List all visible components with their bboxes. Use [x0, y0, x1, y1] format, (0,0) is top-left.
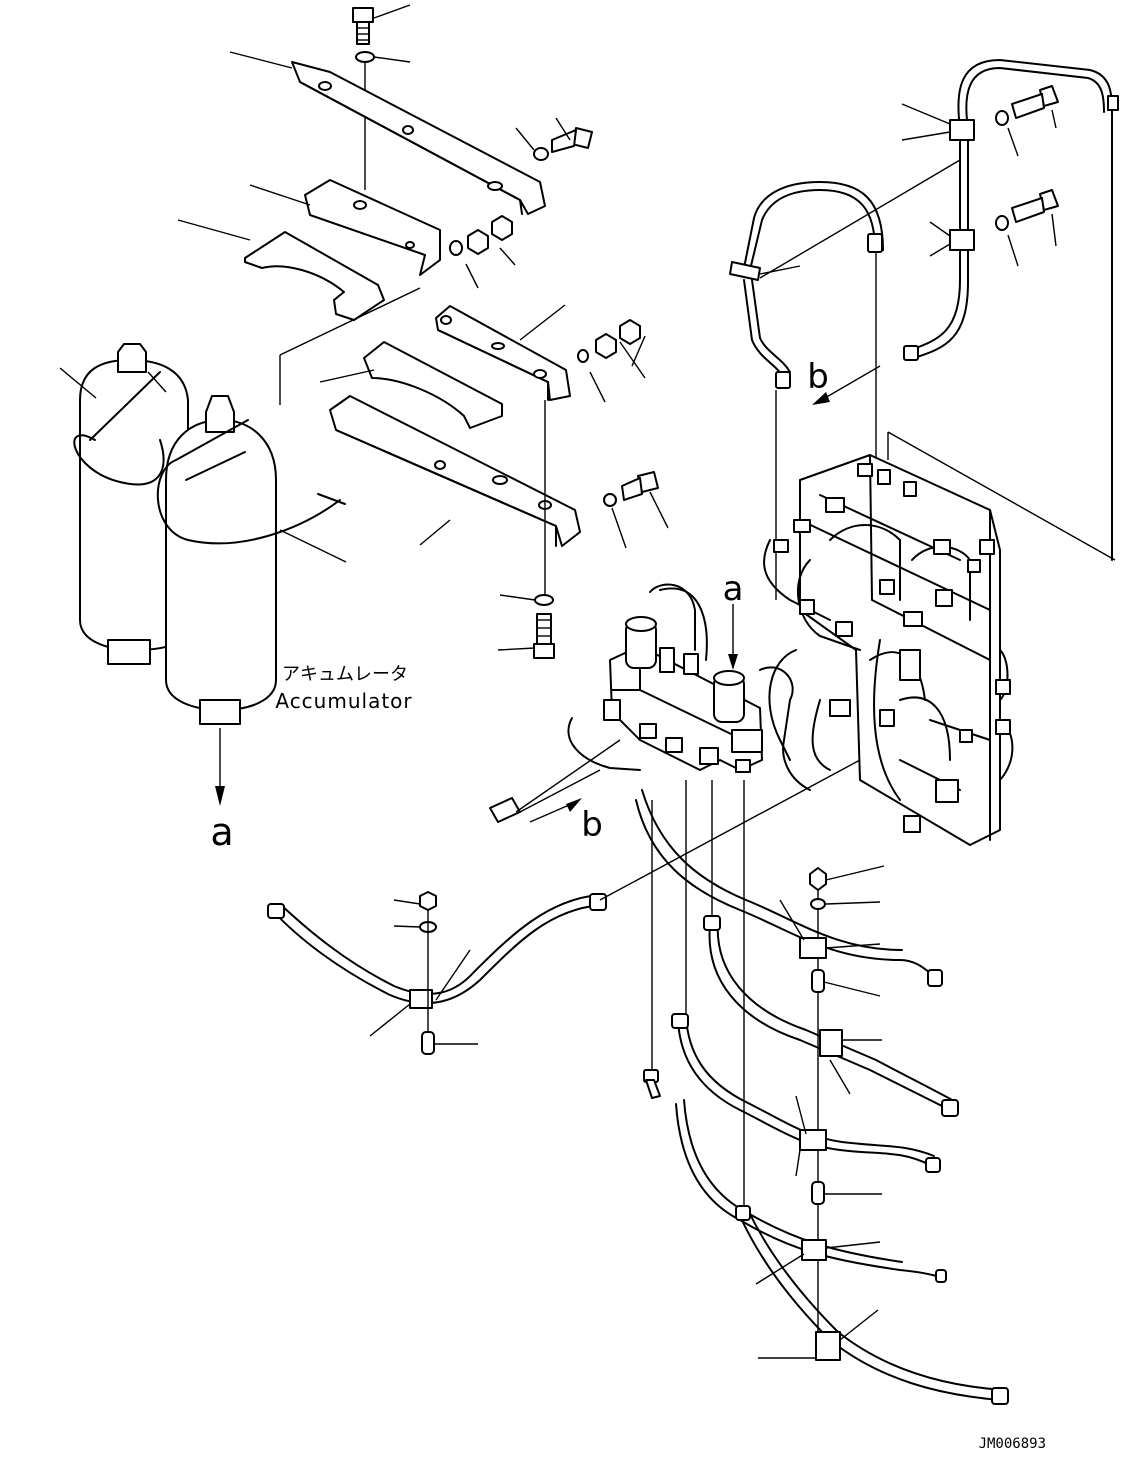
- accumulator-label-jp: アキュムレータ: [282, 664, 408, 685]
- bracket-washer-1: [533, 147, 549, 161]
- lower-washer: [534, 594, 554, 606]
- nut-pair-lower: [595, 319, 641, 359]
- accumulator-front: [156, 395, 346, 725]
- clamp-bolt-2: [1011, 189, 1059, 223]
- upper-right-hose-assembly: b: [729, 58, 1119, 600]
- connector-label-b-upper: b: [807, 357, 829, 397]
- bracket-washer-2: [603, 493, 617, 507]
- top-bolt: [352, 7, 374, 45]
- connector-label-a-left: a: [210, 810, 233, 854]
- connector-arrow-a-right: a: [723, 569, 744, 670]
- saddle-lower: [363, 341, 503, 429]
- hose-clamp-r1: [799, 937, 827, 959]
- connector-arrow-a-left: a: [210, 728, 234, 854]
- connector-arrow-b-lower: b: [489, 739, 621, 845]
- upper-bracket-assembly: [244, 7, 593, 321]
- accumulator-rear: [73, 343, 189, 665]
- callout-leaders: [177, 4, 669, 651]
- lower-bolt: [533, 613, 555, 659]
- control-valve-block: [763, 454, 1014, 846]
- connector-arrow-b-upper: b: [807, 357, 881, 405]
- washer-lower: [577, 349, 589, 363]
- hose-clamp-left: [409, 989, 433, 1009]
- nut-pair-upper: [467, 215, 513, 255]
- hose-clamp-r3: [799, 1129, 827, 1151]
- lower-long-bracket: [329, 395, 581, 547]
- hose-clamp-1: [949, 119, 975, 141]
- lower-bracket-assembly: [329, 305, 659, 659]
- hose-clamp-r5: [815, 1331, 841, 1361]
- accumulator-label-en: Accumulator: [275, 689, 412, 713]
- hose-clamp-r4: [801, 1239, 827, 1261]
- hose-clamp-r2: [819, 1029, 843, 1057]
- bracket-bolt-1: [551, 127, 593, 153]
- bracket-bolt-2: [621, 471, 659, 501]
- hose-clamp-3: [729, 261, 761, 281]
- lower-left-hose: [267, 759, 861, 1055]
- connector-label-a-right: a: [723, 569, 744, 609]
- lower-right-hose-assembly: [635, 780, 1009, 1405]
- connector-label-b-lower: b: [581, 805, 603, 845]
- drawing-number: JM006893: [979, 1436, 1046, 1452]
- solenoid-valve-block: [567, 583, 811, 791]
- clamp-block-upper: [304, 179, 441, 276]
- clamp-bolt-1: [1011, 85, 1059, 119]
- top-washer: [355, 51, 375, 63]
- hose-clamp-2: [949, 229, 975, 251]
- washer-upper: [449, 240, 463, 256]
- saddle-upper: [244, 231, 385, 321]
